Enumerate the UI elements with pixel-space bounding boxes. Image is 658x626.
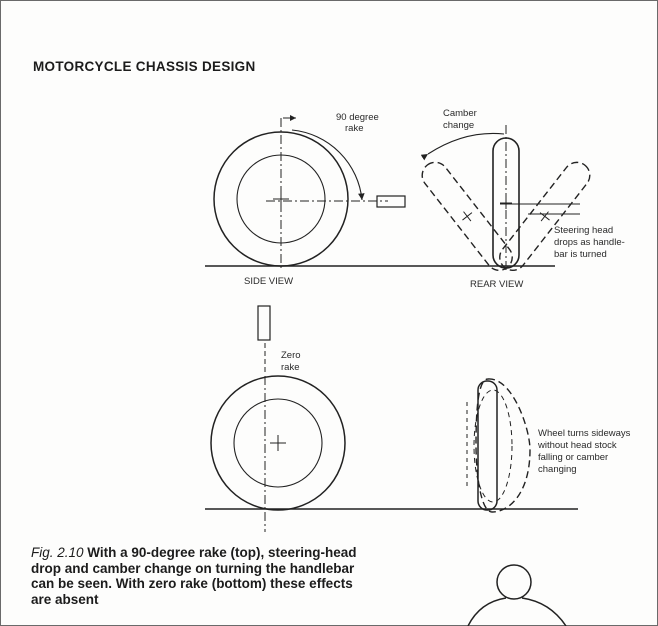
- steering-note-l2: drops as handle-: [554, 237, 625, 248]
- side-view-label: SIDE VIEW: [244, 276, 293, 287]
- rear-wheel-leaned-left: [421, 161, 513, 272]
- rider-head-circle: [496, 564, 532, 600]
- wheel-note-l3: falling or camber: [538, 452, 608, 463]
- camber-label-l1: Camber: [443, 108, 477, 119]
- bottom-rear-view: [466, 378, 531, 513]
- caption-fig-ref: Fig. 2.10: [31, 545, 84, 560]
- figure-labels: 90 degree rake Camber change Steering he…: [244, 108, 631, 475]
- zero-rake-label-l2: rake: [281, 362, 299, 373]
- zero-rake-label-l1: Zero: [281, 350, 301, 361]
- wheel-note-l4: changing: [538, 464, 577, 475]
- figure-caption: Fig. 2.10 With a 90-degree rake (top), s…: [31, 545, 411, 607]
- camber-label-l2: change: [443, 120, 474, 131]
- steering-head-box-upright: [257, 305, 271, 341]
- wheel-inner-dashed: [473, 389, 513, 503]
- steering-note-l1: Steering head: [554, 225, 613, 236]
- wheel-edge-on: [477, 380, 498, 511]
- caption-line-1-text: With a 90-degree rake (top), steering-he…: [83, 545, 357, 560]
- rim-inner-circle-bottom: [233, 398, 323, 488]
- rake-label-90-l1: 90 degree: [336, 112, 379, 123]
- steering-note-l3: bar is turned: [554, 249, 607, 260]
- rake-arc-arrow: [291, 129, 365, 201]
- turned-wheel-outline: [475, 378, 531, 513]
- steering-head-box-rotated: [376, 195, 406, 208]
- wheel-note-l2: without head stock: [537, 440, 617, 451]
- rake-label-90-l2: rake: [345, 123, 363, 134]
- camber-change-arc: [420, 132, 505, 161]
- bottom-side-view: [205, 305, 578, 532]
- caption-line-2: drop and camber change on turning the ha…: [31, 560, 355, 576]
- rear-view-label: REAR VIEW: [470, 279, 523, 290]
- rider-shoulders: [467, 597, 567, 626]
- running-head: MOTORCYCLE CHASSIS DESIGN: [33, 59, 256, 74]
- top-side-view: [205, 115, 555, 270]
- caption-line-4: are absent: [31, 591, 99, 607]
- next-figure-partial: [467, 564, 567, 626]
- tyre-outer-circle-bottom: [210, 375, 346, 511]
- wheel-note-l1: Wheel turns sideways: [538, 428, 631, 439]
- caption-line-1: Fig. 2.10 With a 90-degree rake (top), s…: [31, 545, 411, 561]
- top-rear-view: [420, 125, 591, 272]
- caption-line-3: can be seen. With zero rake (bottom) the…: [31, 576, 353, 591]
